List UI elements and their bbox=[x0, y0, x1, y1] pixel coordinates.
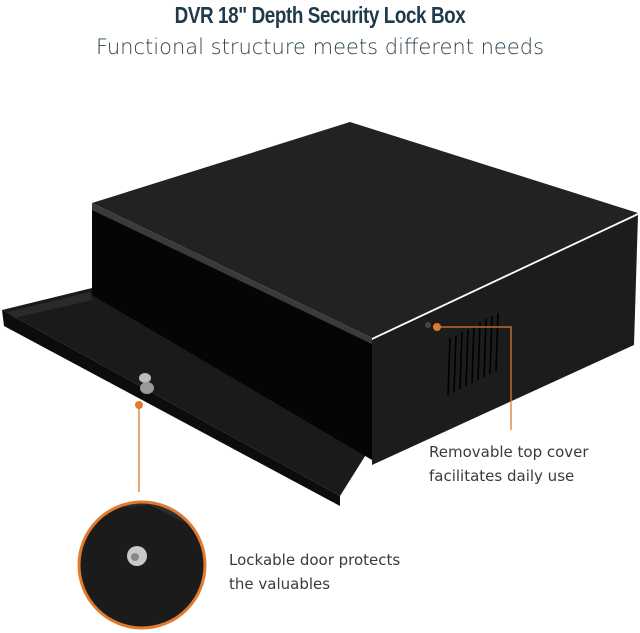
page-subtitle: Functional structure meets different nee… bbox=[95, 35, 545, 59]
callout-lockable-door: Lockable door protects the valuables bbox=[229, 548, 400, 596]
vent-slots bbox=[447, 312, 499, 396]
lock-icon bbox=[139, 373, 154, 394]
callout-dot bbox=[135, 401, 143, 409]
callout-line: Removable top cover bbox=[429, 443, 589, 461]
inset-border bbox=[77, 500, 207, 630]
door-lip bbox=[2, 310, 340, 506]
callout-line: the valuables bbox=[229, 575, 331, 593]
page-title: DVR 18" Depth Security Lock Box bbox=[174, 2, 466, 28]
box-side-panel bbox=[372, 215, 638, 465]
callout-leader-lines bbox=[138, 326, 512, 492]
callout-line: Lockable door protects bbox=[229, 551, 401, 569]
lock-detail-inset bbox=[79, 502, 205, 628]
door-panel bbox=[2, 288, 372, 496]
callout-line: facilitates daily use bbox=[429, 467, 575, 485]
box-top-cover bbox=[92, 122, 638, 338]
door-back-edge bbox=[8, 292, 92, 318]
cover-screw bbox=[425, 322, 431, 328]
top-cover-front-edge bbox=[92, 203, 372, 344]
callout-dot bbox=[433, 323, 441, 331]
callout-top-cover: Removable top cover facilitates daily us… bbox=[429, 440, 589, 488]
box-interior bbox=[92, 205, 372, 460]
